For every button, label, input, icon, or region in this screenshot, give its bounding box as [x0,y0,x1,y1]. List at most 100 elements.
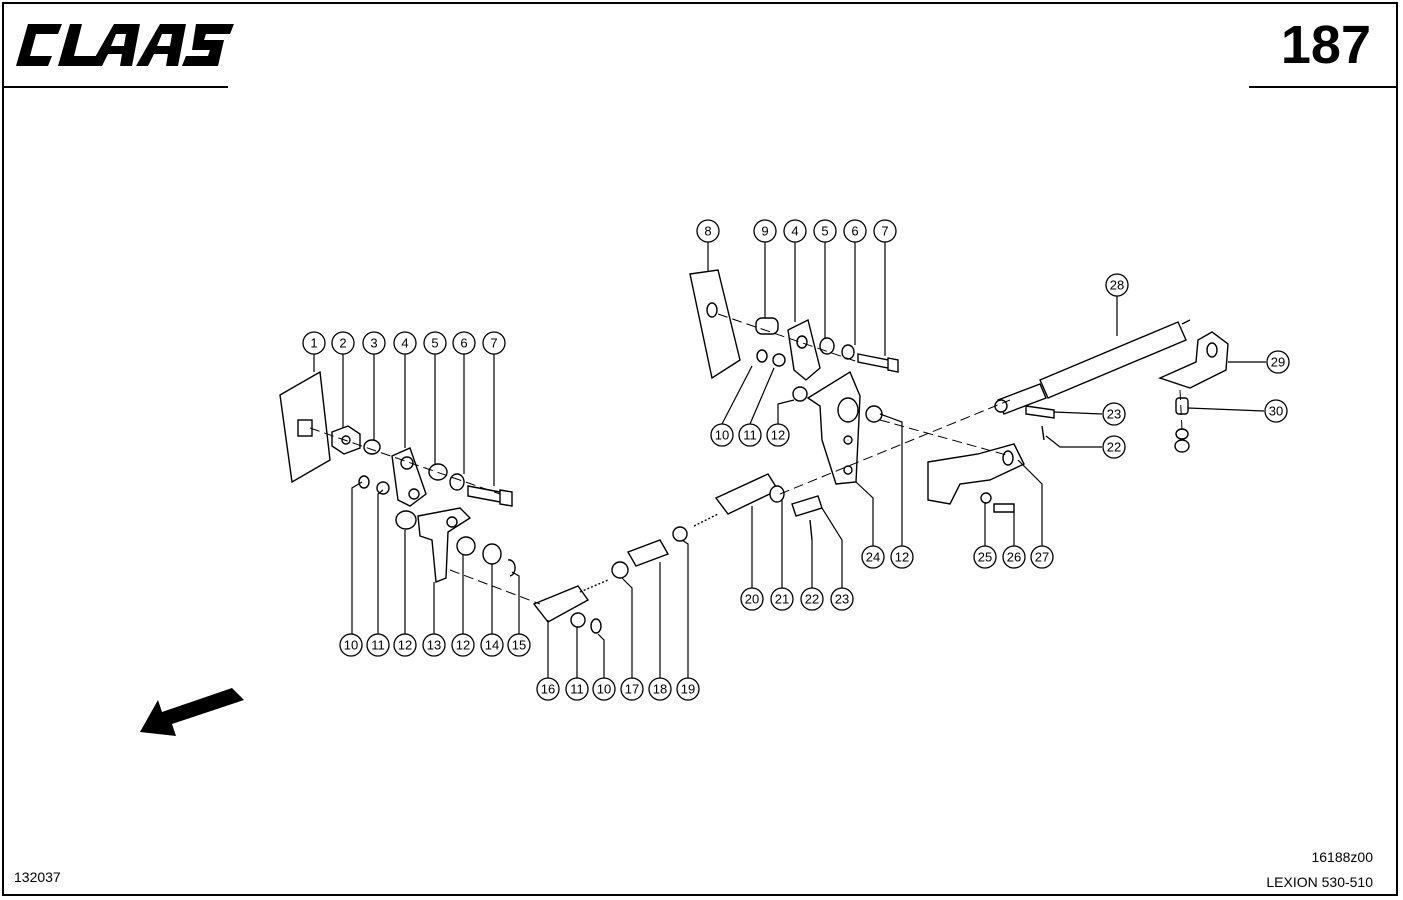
svg-text:7: 7 [490,336,497,351]
logo-underline [2,86,228,88]
callout-26: 26 [1002,545,1026,569]
callout-1: 1 [302,331,326,355]
svg-text:11: 11 [743,428,757,443]
svg-text:4: 4 [401,336,408,351]
callout-12-upper: 12 [766,423,790,447]
callout-4-upper: 4 [783,219,807,243]
svg-text:27: 27 [1035,550,1049,565]
callout-11-upper: 11 [738,423,762,447]
svg-text:11: 11 [570,682,584,697]
part-tube-18 [626,539,670,567]
part-link-4b [787,318,821,381]
part-callouts: 1 2 3 4 5 6 7 8 9 4 5 6 7 10 11 12 10 11… [302,219,1290,701]
svg-text:23: 23 [1107,407,1121,422]
svg-text:28: 28 [1110,278,1124,293]
part-bolt-7 [467,485,513,507]
svg-text:15: 15 [512,638,526,653]
part-plate-8 [689,269,741,380]
callout-5: 5 [423,331,447,355]
part-washer-6 [449,473,465,491]
callout-4: 4 [393,331,417,355]
svg-text:12: 12 [771,428,785,443]
svg-text:8: 8 [704,224,711,239]
drawing-reference: 16188z00 [1311,849,1373,865]
svg-text:12: 12 [456,638,470,653]
svg-text:12: 12 [398,638,412,653]
callout-30: 30 [1264,399,1288,423]
svg-text:19: 19 [681,682,695,697]
svg-text:20: 20 [745,592,759,607]
callout-23-right: 23 [1102,402,1126,426]
callout-5-upper: 5 [813,219,837,243]
callout-27: 27 [1030,545,1054,569]
callout-18: 18 [648,677,672,701]
svg-text:4: 4 [791,224,798,239]
document-code: 132037 [14,869,61,885]
callout-11-b: 11 [565,677,589,701]
svg-text:13: 13 [427,638,441,653]
svg-text:12: 12 [895,550,909,565]
page-number: 187 [1280,15,1371,75]
callout-25: 25 [973,545,997,569]
svg-text:10: 10 [344,638,358,653]
svg-text:22: 22 [1107,440,1121,455]
part-bush-3 [363,439,381,455]
callout-2: 2 [331,331,355,355]
svg-text:1: 1 [310,336,317,351]
svg-text:21: 21 [775,592,789,607]
machine-model: LEXION 530-510 [1266,874,1373,890]
callout-13: 13 [422,633,446,657]
callout-9: 9 [753,219,777,243]
parts-drawing [279,269,1229,634]
callout-29: 29 [1266,350,1290,374]
callout-12: 12 [393,633,417,657]
callout-22-right: 22 [1102,435,1126,459]
svg-text:14: 14 [485,638,499,653]
callout-16: 16 [536,677,560,701]
svg-text:24: 24 [866,550,880,565]
svg-text:16: 16 [541,682,555,697]
leader-lines [313,242,1266,678]
svg-text:23: 23 [835,592,849,607]
callout-8: 8 [696,219,720,243]
svg-text:17: 17 [625,682,639,697]
part-clevis-20 [714,473,780,515]
svg-text:6: 6 [460,336,467,351]
page-number-underline [1249,86,1398,88]
direction-arrow-icon [140,688,244,736]
svg-text:26: 26 [1007,550,1021,565]
callout-21: 21 [770,587,794,611]
claas-logo [16,24,234,66]
svg-text:10: 10 [715,428,729,443]
part-lever-13 [417,507,472,583]
svg-text:3: 3 [370,336,377,351]
part-bracket-24 [806,370,861,485]
callout-10-upper: 10 [710,423,734,447]
svg-text:29: 29 [1271,355,1285,370]
callout-11: 11 [366,633,390,657]
svg-text:7: 7 [881,224,888,239]
callout-19: 19 [676,677,700,701]
svg-text:25: 25 [978,550,992,565]
callout-23: 23 [830,587,854,611]
callout-20: 20 [740,587,764,611]
callout-22: 22 [800,587,824,611]
callout-3: 3 [362,331,386,355]
part-cylinder-28 [1039,321,1187,399]
svg-text:30: 30 [1269,404,1283,419]
svg-text:22: 22 [805,592,819,607]
callout-7-upper: 7 [873,219,897,243]
svg-text:9: 9 [761,224,768,239]
svg-text:5: 5 [821,224,828,239]
svg-text:5: 5 [431,336,438,351]
callout-15: 15 [507,633,531,657]
callout-24: 24 [861,545,885,569]
callout-12-b: 12 [451,633,475,657]
callout-14: 14 [480,633,504,657]
part-clevis-16 [532,585,590,623]
callout-6: 6 [452,331,476,355]
callout-7: 7 [482,331,506,355]
svg-text:6: 6 [851,224,858,239]
